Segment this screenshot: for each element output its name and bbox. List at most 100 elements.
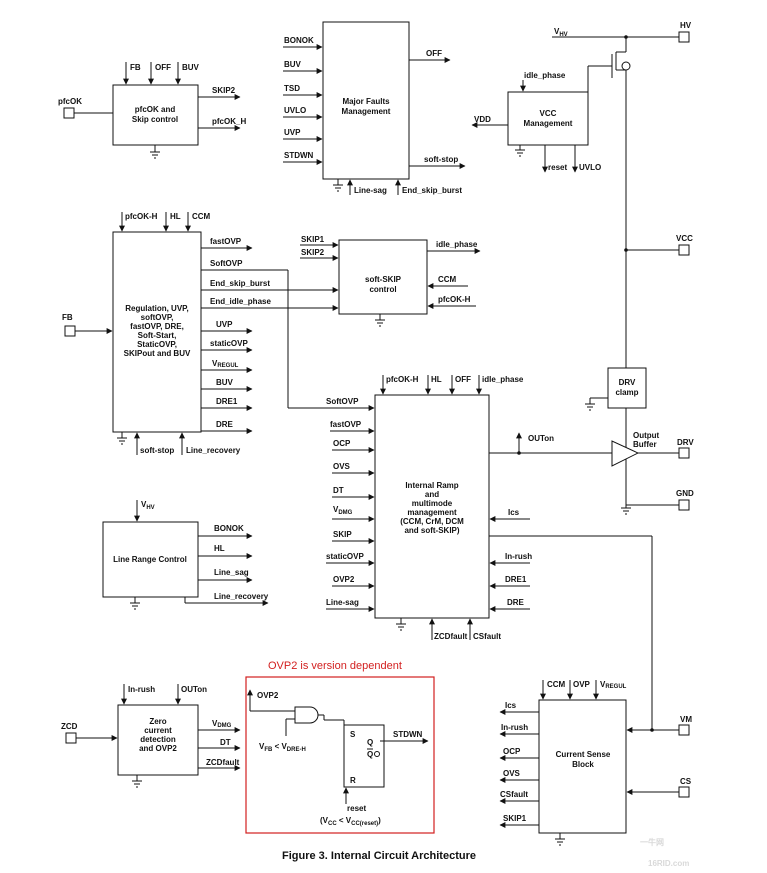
zcd-box — [117, 704, 199, 776]
reg-out-buv: BUV — [216, 378, 234, 387]
pin-vcc — [678, 244, 690, 256]
current-sense-box — [538, 699, 627, 834]
current-sense-title-2: Block — [572, 760, 594, 769]
pfcok-out-skip2: SKIP2 — [212, 86, 236, 95]
vhv-label: VHV — [554, 27, 568, 38]
pfcok-block-title-2: Skip control — [132, 115, 178, 124]
zcd-title-2: current — [144, 726, 172, 735]
regulation-block: Regulation, UVP, softOVP, fastOVP, DRE, … — [62, 212, 375, 455]
pin-hv-label: HV — [680, 21, 692, 30]
drv-clamp-box — [607, 367, 647, 409]
softskip-in-ccm: CCM — [438, 275, 457, 284]
output-buffer-icon — [611, 440, 640, 467]
zcd-out-dt: DT — [220, 738, 231, 747]
zcd-in-inrush: In-rush — [128, 685, 155, 694]
vcc-out-vdd: VDD — [474, 115, 491, 124]
regulation-box — [112, 231, 202, 433]
latch-stdwn: STDWN — [393, 730, 423, 739]
pin-pfcok — [63, 107, 75, 119]
ramp-title-6: and soft-SKIP) — [404, 526, 459, 535]
faults-in-stdwn: STDWN — [284, 151, 314, 160]
ramp-in-ocp: OCP — [333, 439, 351, 448]
zcd-out-vdmg: VDMG — [212, 719, 232, 729]
pin-gnd — [678, 499, 690, 511]
ramp-title-4: management — [407, 508, 457, 517]
faults-in-buv: BUV — [284, 60, 302, 69]
pin-hv — [678, 31, 690, 43]
softskip-in-skip1: SKIP1 — [301, 235, 325, 244]
ramp-in-skip: SKIP — [333, 530, 352, 539]
ramp-in-ics: Ics — [508, 508, 520, 517]
pfcok-skip-block: pfcOK and Skip control FB OFF BUV SKIP2 … — [58, 62, 246, 159]
ramp-in-dre: DRE — [507, 598, 525, 607]
zcd-title-1: Zero — [149, 717, 166, 726]
latch-q: Q — [367, 738, 373, 747]
cs-out-ics: Ics — [505, 701, 517, 710]
line-range-out-bonok: BONOK — [214, 524, 244, 533]
pfcok-block-box — [112, 84, 199, 146]
current-sense-title-1: Current Sense — [556, 750, 611, 759]
watermark-url: 16RID.com — [648, 859, 689, 868]
major-faults-box — [322, 21, 410, 180]
faults-in-uvlo: UVLO — [284, 106, 306, 115]
zcd-out-zcdfault: ZCDfault — [206, 758, 240, 767]
ramp-in-dre1: DRE1 — [505, 575, 527, 584]
ramp-title-2: and — [425, 490, 439, 499]
cs-out-skip1: SKIP1 — [503, 814, 527, 823]
pin-vm — [678, 724, 690, 736]
latch-reset-cond: (VCC < VCC(reset)) — [320, 816, 381, 827]
regulation-title-6: SKIPout and BUV — [124, 349, 191, 358]
vcc-box — [507, 91, 589, 146]
ground-icon — [555, 838, 565, 846]
zcd-title-3: detection — [140, 735, 176, 744]
line-range-out-hl: HL — [214, 544, 225, 553]
faults-out-softstop: soft-stop — [424, 155, 458, 164]
line-range-block: Line Range Control VHV BONOK HL Line_sag… — [102, 500, 269, 610]
reg-out-staticovp: staticOVP — [210, 339, 248, 348]
softskip-title-2: control — [369, 285, 396, 294]
faults-in-uvp: UVP — [284, 128, 301, 137]
pin-gnd-label: GND — [676, 489, 694, 498]
ramp-in-csfault: CSfault — [473, 632, 501, 641]
regulation-title-5: StaticOVP, — [137, 340, 177, 349]
latch-r: R — [350, 776, 356, 785]
ramp-title-5: (CCM, CrM, DCM — [400, 517, 464, 526]
softskip-box — [338, 239, 428, 315]
pin-pfcok-label: pfcOK — [58, 97, 82, 106]
cs-in-ovp: OVP — [573, 680, 591, 689]
figure-caption: Figure 3. Internal Circuit Architecture — [282, 850, 476, 862]
ramp-in-zcdfault: ZCDfault — [434, 632, 468, 641]
reg-out-vregul: VREGUL — [212, 359, 239, 369]
pfcok-out-pfcok-h: pfcOK_H — [212, 117, 246, 126]
pin-vcc-label: VCC — [676, 234, 693, 243]
line-range-in-vhv: VHV — [141, 500, 155, 511]
vcc-out-uvlo: UVLO — [579, 163, 601, 172]
regulation-title-2: softOVP, — [141, 313, 174, 322]
pfcok-in-fb: FB — [130, 63, 141, 72]
ground-icon — [117, 437, 127, 445]
ramp-in-idle: idle_phase — [482, 375, 524, 384]
reg-in-ccm: CCM — [192, 212, 211, 221]
reg-in-pfcok-h: pfcOK-H — [125, 212, 158, 221]
regulation-title-4: Soft-Start, — [138, 331, 177, 340]
zcd-block: Zero current detection and OVP2 In-rush … — [61, 684, 241, 788]
ramp-in-linesag: Line-sag — [326, 598, 359, 607]
ground-icon — [621, 507, 631, 515]
ramp-in-softovp: SoftOVP — [326, 397, 359, 406]
line-range-out-linesag: Line_sag — [214, 568, 249, 577]
reg-in-hl: HL — [170, 212, 181, 221]
ovp2-condition: VFB < VDRE-H — [259, 742, 306, 753]
reg-out-softovp: SoftOVP — [210, 259, 243, 268]
reg-in-softstop: soft-stop — [140, 446, 174, 455]
pfcok-in-off: OFF — [155, 63, 171, 72]
ramp-block: Internal Ramp and multimode management (… — [326, 375, 612, 641]
ramp-in-inrush: In-rush — [505, 552, 532, 561]
ground-icon — [132, 780, 142, 788]
line-range-out-linerec: Line_recovery — [214, 592, 269, 601]
ground-icon — [515, 149, 525, 157]
pin-cs-label: CS — [680, 777, 692, 786]
ovp2-red-box — [245, 676, 435, 834]
ramp-in-staticovp: staticOVP — [326, 552, 364, 561]
zcd-in-outon: OUTon — [181, 685, 207, 694]
ground-icon — [375, 319, 385, 327]
